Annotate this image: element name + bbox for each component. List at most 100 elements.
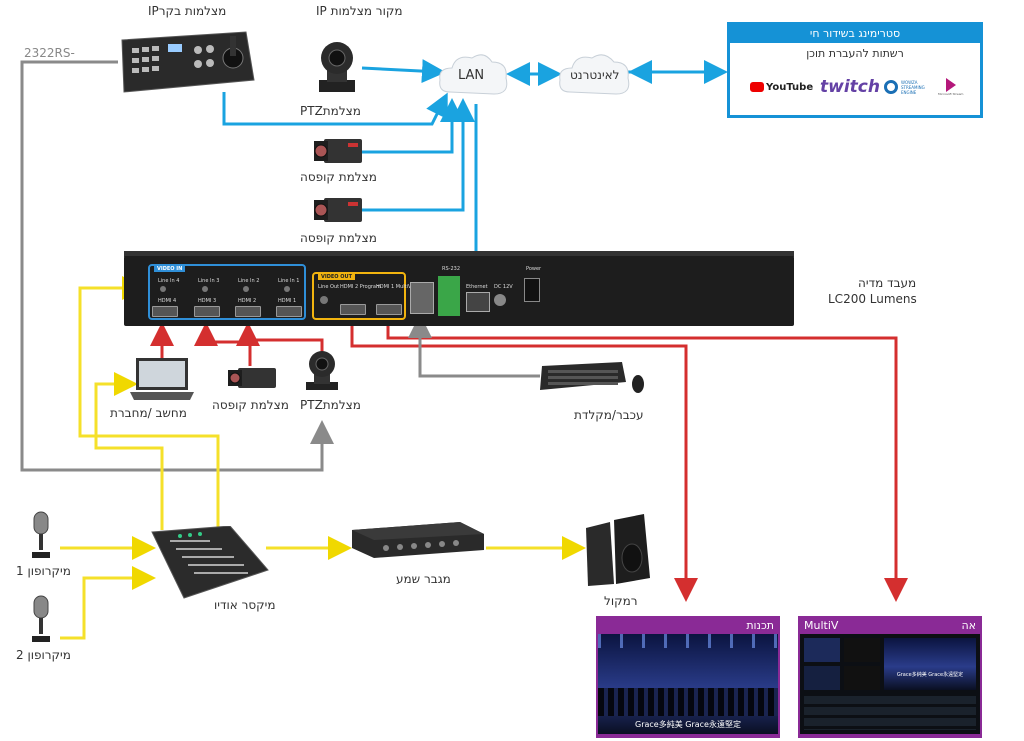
hdmi-multiview-port xyxy=(376,304,402,315)
box-camera-1-image xyxy=(312,135,364,171)
program-monitor-header: תכנות xyxy=(598,618,778,634)
ptz-camera-bottom-image xyxy=(302,348,342,396)
hdmi-program-label: HDMI 2 Program xyxy=(340,284,381,290)
youtube-icon xyxy=(750,82,764,92)
line-in-1-label: Line In 1 xyxy=(278,278,300,284)
ethernet-port xyxy=(466,292,490,312)
hdmi-in-port xyxy=(152,306,178,317)
ptz-camera-top-image xyxy=(313,38,361,98)
multiview-monitor-header: MultiV אה xyxy=(800,618,980,634)
internet-label: לאינטרנט xyxy=(570,68,620,82)
stage-crowd xyxy=(598,688,778,716)
program-monitor-title: תכנות xyxy=(746,619,774,632)
lan-cloud: LAN xyxy=(436,50,510,106)
box-camera-2-label: מצלמת קופסה xyxy=(300,231,377,245)
program-monitor: תכנות Grace多純美 Grace永遠堅定 xyxy=(596,616,780,738)
streaming-title: סטרימינג בשידור חי xyxy=(730,25,980,43)
audio-jack-icon xyxy=(284,286,290,292)
multiview-tile xyxy=(844,638,880,662)
usb-ports xyxy=(410,282,434,314)
audio-jack-icon xyxy=(243,286,249,292)
rs232-label: 2322RS- xyxy=(24,46,75,60)
processor-label-line1: מעבד מדיה xyxy=(858,276,917,290)
line-out-label: Line Out xyxy=(318,284,340,290)
live-streaming-panel: סטרימינג בשידור חי רשתות להעברת תוכן You… xyxy=(727,22,983,118)
hdmi-wires xyxy=(150,318,908,602)
keyboard-label: עכבר/מקלדת xyxy=(574,408,644,422)
multiview-controls xyxy=(804,696,976,730)
ethernet-label: Ethernet xyxy=(466,284,488,290)
wowza-logo: WOWZA STREAMING ENGINE xyxy=(884,73,931,101)
box-camera-1-label: מצלמת קופסה xyxy=(300,170,377,184)
microphone-2-label: מיקרופון 2 xyxy=(16,648,71,662)
multiview-monitor-title-left: MultiV xyxy=(804,619,839,632)
video-out-section xyxy=(312,272,406,320)
multiview-monitor: MultiV אה Grace多純美 Grace永遠堅定 xyxy=(798,616,982,738)
audio-jack-icon xyxy=(202,286,208,292)
dc-label: DC 12V xyxy=(494,284,513,290)
hdmi-3-label: HDMI 3 xyxy=(198,298,217,304)
hdmi-program-port xyxy=(340,304,366,315)
ip-camera-controller-label: מצלמות בקרIP xyxy=(148,4,227,18)
stream-icon xyxy=(945,78,956,92)
internet-cloud: לאינטרנט xyxy=(556,50,632,106)
video-in-tag: VIDEO IN xyxy=(154,266,186,272)
line-in-3-label: Line In 3 xyxy=(198,278,220,284)
wowza-icon xyxy=(884,80,898,94)
hdmi-in-port xyxy=(235,306,261,317)
network-wires xyxy=(222,59,728,288)
rs232-port-label: RS-232 xyxy=(442,266,460,272)
amplifier-label: מגבר שמע xyxy=(396,572,451,586)
hdmi-4-label: HDMI 4 xyxy=(158,298,177,304)
microphone-1-label: מיקרופון 1 xyxy=(16,564,71,578)
box-camera-3-label: מצלמת קופסה xyxy=(212,398,289,412)
ip-camera-source-label: מקור מצלמות IP xyxy=(316,4,403,18)
audio-jack-icon xyxy=(320,296,328,304)
line-in-4-label: Line In 4 xyxy=(158,278,180,284)
speaker-image xyxy=(580,514,652,592)
box-camera-3-image xyxy=(226,366,278,394)
hdmi-2-label: HDMI 2 xyxy=(238,298,257,304)
keyboard-mouse-image xyxy=(538,360,648,400)
dc-port xyxy=(494,294,506,306)
multiview-monitor-screen: Grace多純美 Grace永遠堅定 xyxy=(800,634,980,734)
multiview-caption: Grace多純美 Grace永遠堅定 xyxy=(896,672,964,678)
audio-wires xyxy=(60,276,586,640)
power-label: Power xyxy=(526,266,542,272)
processor-top xyxy=(124,251,794,257)
laptop-image xyxy=(130,356,194,406)
program-monitor-screen: Grace多純美 Grace永遠堅定 xyxy=(598,634,778,734)
program-caption: Grace多純美 Grace永遠堅定 xyxy=(635,720,741,729)
speaker-label: רמקול xyxy=(604,594,638,608)
hdmi-multiview-label: HDMI 1 MultiView xyxy=(376,284,420,290)
lan-label: LAN xyxy=(458,68,485,83)
ptz-top-label: מצלמתPTZ xyxy=(300,104,361,118)
microphone-2-image xyxy=(30,594,52,648)
twitch-logo: twitch xyxy=(820,77,880,97)
microsoft-stream-logo: Microsoft Stream xyxy=(938,73,963,101)
box-camera-2-image xyxy=(312,194,364,230)
hdmi-in-port xyxy=(276,306,302,317)
ptz-controller-image xyxy=(118,30,256,98)
mixer-label: מיקסר אודיו xyxy=(214,598,276,612)
multiview-tile xyxy=(804,666,840,690)
amplifier-image xyxy=(350,520,486,564)
multiview-tile xyxy=(804,638,840,662)
keyboard-wire xyxy=(408,314,540,378)
youtube-logo: YouTube xyxy=(750,73,813,101)
processor-label-line2: LC200 Lumens xyxy=(828,292,917,306)
rs232-terminal xyxy=(438,276,460,316)
power-switch xyxy=(524,278,540,302)
ptz-bottom-label: מצלמתPTZ xyxy=(300,398,361,412)
line-in-2-label: Line In 2 xyxy=(238,278,260,284)
multiview-tile xyxy=(844,666,880,690)
rs232-wire xyxy=(20,60,334,472)
multiview-monitor-title-right: אה xyxy=(961,619,976,632)
audio-jack-icon xyxy=(160,286,166,292)
stage-lights xyxy=(598,634,778,648)
streaming-subtitle: רשתות להעברת תוכן xyxy=(806,47,904,60)
hdmi-in-port xyxy=(194,306,220,317)
audio-mixer-image xyxy=(150,525,270,606)
multiview-program-tile: Grace多純美 Grace永遠堅定 xyxy=(884,638,976,690)
